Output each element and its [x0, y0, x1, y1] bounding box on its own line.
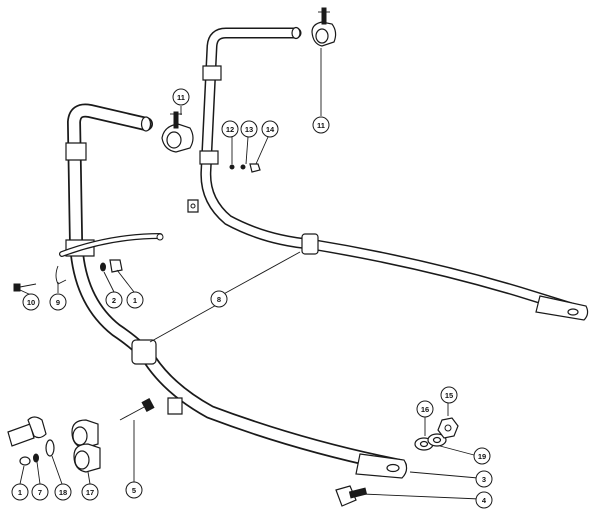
svg-text:13: 13	[245, 125, 253, 134]
callout-14: 14	[261, 120, 279, 138]
svg-text:9: 9	[56, 298, 60, 307]
svg-text:11: 11	[317, 121, 325, 130]
bushings-and-nuts	[7, 416, 101, 473]
svg-text:7: 7	[38, 488, 42, 497]
svg-text:8: 8	[217, 295, 221, 304]
callout-10: 10	[22, 293, 40, 311]
bolt-10	[13, 283, 37, 292]
callout-2: 2	[105, 291, 123, 309]
callout-8: 8	[210, 290, 228, 308]
callout-9: 9	[49, 293, 67, 311]
svg-text:14: 14	[266, 125, 275, 134]
bolt-5	[119, 398, 155, 421]
callout-16: 16	[416, 400, 434, 418]
svg-text:4: 4	[482, 496, 487, 505]
svg-text:10: 10	[27, 298, 35, 307]
svg-text:17: 17	[86, 488, 94, 497]
washers-nut-15-16-19	[414, 417, 459, 451]
svg-text:19: 19	[478, 452, 486, 461]
svg-text:12: 12	[226, 125, 234, 134]
small-fasteners-12-14	[229, 163, 261, 173]
callout-5: 5	[125, 481, 143, 499]
callout-19: 19	[473, 447, 491, 465]
callout-12: 12	[221, 120, 239, 138]
callout-17: 17	[81, 483, 99, 501]
rear-stabilizer-bar	[187, 26, 589, 321]
small-fasteners-1-2	[100, 259, 123, 273]
svg-text:11: 11	[177, 93, 185, 102]
callout-4: 4	[475, 491, 493, 509]
svg-text:1: 1	[18, 488, 22, 497]
end-link-bushing-top	[311, 7, 337, 47]
svg-text:3: 3	[482, 475, 486, 484]
svg-text:18: 18	[59, 488, 67, 497]
svg-text:1: 1	[133, 296, 137, 305]
callout-3: 3	[475, 470, 493, 488]
svg-text:2: 2	[112, 296, 116, 305]
callout-18: 18	[54, 483, 72, 501]
svg-text:15: 15	[445, 391, 453, 400]
callout-11-mid: 11	[172, 88, 190, 106]
callout-1-bottom: 1	[11, 483, 29, 501]
leader-lines	[19, 48, 481, 500]
bolt-4	[335, 485, 368, 507]
callout-13: 13	[240, 120, 258, 138]
end-link-bushing-mid	[161, 111, 194, 153]
callout-15: 15	[440, 386, 458, 404]
callout-1-mid: 1	[126, 291, 144, 309]
callout-7: 7	[31, 483, 49, 501]
svg-text:16: 16	[421, 405, 429, 414]
callout-11-top: 11	[312, 116, 330, 134]
svg-text:5: 5	[132, 486, 136, 495]
